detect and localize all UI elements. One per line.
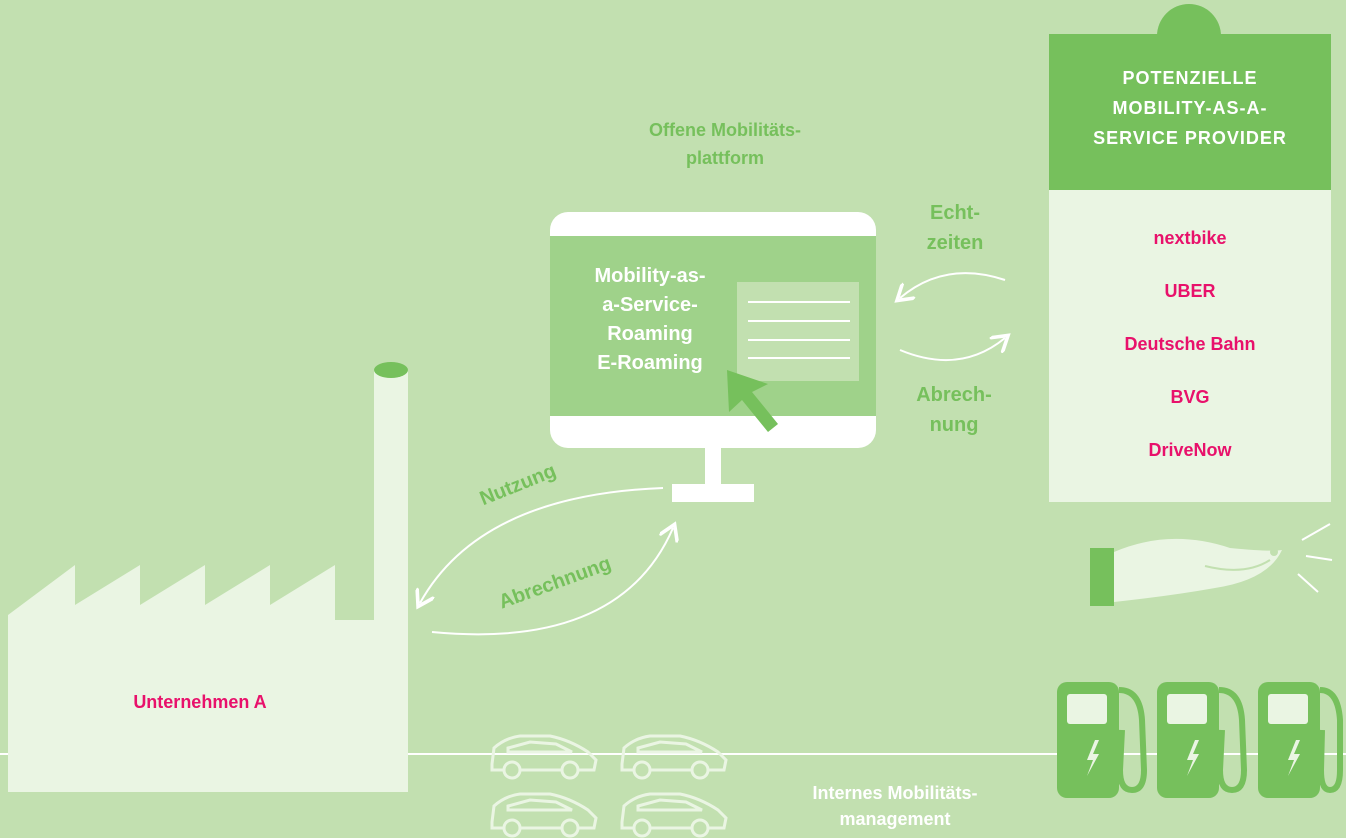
label-abrechnung-right-line1: Abrech-	[916, 384, 992, 406]
platform-title-line2: plattform	[686, 148, 764, 168]
car-icon-2	[620, 734, 728, 780]
provider-title-line2: MOBILITY-AS-A-	[1112, 98, 1268, 118]
platform-title: Offene Mobilitäts- plattform	[590, 116, 860, 172]
platform-title-line1: Offene Mobilitäts-	[649, 120, 801, 140]
screen-line3: Roaming	[607, 323, 693, 345]
arrow-nutzung	[420, 487, 664, 603]
label-echtzeiten-line1: Echt-	[930, 202, 980, 224]
label-abrechnung-right-line2: nung	[929, 414, 979, 436]
monitor-screen-text: Mobility-as- a-Service- Roaming E-Roamin…	[565, 262, 735, 378]
hand-icon	[1090, 523, 1333, 606]
internal-label-line1: Internes Mobilitäts-	[812, 783, 978, 803]
provider-item-deutsche-bahn: Deutsche Bahn	[1124, 334, 1256, 354]
provider-title: POTENZIELLE MOBILITY-AS-A- SERVICE PROVI…	[1049, 63, 1331, 153]
provider-item-drivenow: DriveNow	[1148, 440, 1232, 460]
internal-mobility-label: Internes Mobilitäts- management	[780, 780, 1010, 832]
provider-tab	[1157, 4, 1221, 36]
monitor-icon	[550, 212, 876, 502]
provider-item-nextbike: nextbike	[1153, 228, 1227, 248]
label-echtzeiten: Echt- zeiten	[900, 198, 1010, 258]
arrow-echtzeiten	[900, 272, 1006, 298]
label-abrechnung-right: Abrech- nung	[893, 380, 1015, 440]
factory-icon	[8, 362, 408, 792]
company-label: Unternehmen A	[133, 692, 267, 712]
internal-label-line2: management	[839, 809, 951, 829]
provider-item-bvg: BVG	[1170, 387, 1210, 407]
provider-title-line3: SERVICE PROVIDER	[1093, 128, 1287, 148]
arrow-abrechnung-right	[899, 338, 1005, 361]
charging-station-icon-2	[1157, 682, 1248, 798]
screen-line4: E-Roaming	[597, 352, 703, 374]
car-icon-3	[490, 792, 598, 838]
provider-header	[1049, 34, 1331, 190]
screen-line2: a-Service-	[602, 294, 698, 316]
label-echtzeiten-line2: zeiten	[926, 232, 984, 254]
charging-station-icon-1	[1057, 682, 1148, 798]
cursor-icon	[727, 370, 778, 432]
car-icon-1	[490, 734, 598, 780]
provider-title-line1: POTENZIELLE	[1122, 68, 1258, 88]
arrow-abrechnung-left	[431, 528, 673, 636]
provider-item-uber: UBER	[1164, 281, 1216, 301]
charging-station-icon-3	[1258, 682, 1343, 798]
provider-list	[1049, 190, 1331, 502]
screen-line1: Mobility-as-	[594, 265, 706, 287]
car-icon-4	[620, 792, 728, 838]
